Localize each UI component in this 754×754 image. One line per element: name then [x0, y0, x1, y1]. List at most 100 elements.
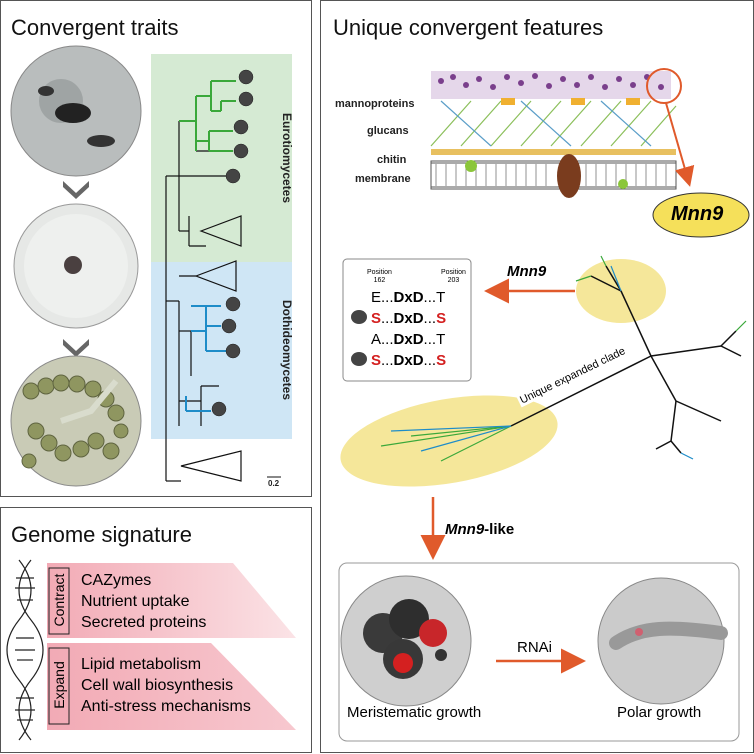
- alignment-a: S: [371, 352, 382, 369]
- alignment-mid: ...: [381, 289, 394, 306]
- colony-dot: [64, 256, 82, 274]
- membrane-protein: [557, 154, 581, 198]
- chitin-layer: [431, 149, 676, 155]
- clade-label-dothideomycetes: Dothideomycetes: [280, 299, 294, 401]
- convergent-traits-graphic: [10, 45, 292, 487]
- alignment-a: E: [371, 289, 382, 306]
- meristematic-label: Meristematic growth: [347, 704, 482, 721]
- alignment-row: S...DxD...S: [371, 350, 446, 371]
- black-colony-3: [38, 86, 54, 96]
- glucan-layer: [430, 100, 677, 147]
- chevron-down-icon: [63, 181, 89, 199]
- tree-highlight-clade: [340, 395, 558, 487]
- contract-items: CAZymes Nutrient uptake Secreted protein…: [81, 570, 206, 633]
- mnn9-badge: [652, 192, 750, 238]
- mnn9-like-italic: Mnn9: [445, 521, 485, 538]
- hypha: [60, 379, 119, 424]
- mnn9-arrow-label: Mnn9: [507, 263, 547, 280]
- panel-title-genome-signature: Genome signature: [11, 522, 192, 547]
- alignment-motif: DxD: [393, 289, 424, 306]
- contract-item: CAZymes: [81, 572, 152, 589]
- polar-red-spot: [635, 628, 643, 636]
- alignment-end: ...: [423, 289, 437, 306]
- membrane-lipids: [435, 164, 667, 186]
- alignment-box: [342, 258, 472, 382]
- membrane-granule: [465, 160, 477, 172]
- clade-label-eurotiomycetes: Eurotiomycetes: [280, 112, 294, 204]
- mannoprotein-layer: [431, 71, 671, 99]
- rnai-label: RNAi: [517, 639, 553, 656]
- tree-blue-tips: [390, 265, 694, 460]
- alignment-motif: DxD: [393, 352, 424, 369]
- genome-signature-panel: Genome signature Contract Expand CAZymes…: [0, 507, 312, 753]
- alignment-a: A: [371, 331, 382, 348]
- polar-hypha: [609, 621, 728, 650]
- arrow-to-mnn9: [665, 102, 695, 187]
- mnn9-badge-label: Mnn9: [671, 203, 724, 225]
- dna-helix-icon: [6, 559, 44, 741]
- alignment-row: E...DxD...T: [371, 287, 446, 308]
- tree-green-tips: [380, 255, 747, 462]
- alignment-end: ...: [423, 310, 437, 327]
- alignment-mid: ...: [381, 352, 394, 369]
- mannoprotein-shapes: [501, 98, 640, 105]
- label-mannoproteins: mannoproteins: [335, 98, 415, 110]
- polar-photo: [597, 577, 725, 705]
- collapsed-clade: [199, 215, 242, 247]
- contract-item: Nutrient uptake: [81, 593, 190, 610]
- cell-chains: [21, 374, 129, 469]
- collapsed-clade: [180, 450, 242, 482]
- alignment-b: T: [436, 289, 446, 306]
- scale-bar-label: 0.2: [268, 479, 280, 488]
- contract-label: Contract: [51, 573, 67, 627]
- alignment-end: ...: [423, 331, 437, 348]
- label-membrane: membrane: [355, 173, 411, 185]
- alignment-a: S: [371, 310, 382, 327]
- alignment-motif: DxD: [393, 331, 424, 348]
- rock-icon: [351, 352, 367, 366]
- alignment-row: A...DxD...T: [371, 329, 446, 350]
- alignment-mid: ...: [381, 310, 394, 327]
- expand-box: [48, 647, 70, 725]
- label-glucans: glucans: [367, 125, 409, 137]
- convergent-traits-panel: Convergent traits: [0, 0, 312, 497]
- contract-box: [48, 567, 70, 635]
- alignment-b: S: [436, 310, 447, 327]
- panel-title-convergent-traits: Convergent traits: [11, 15, 179, 40]
- position-right: Position 203: [441, 269, 466, 284]
- blue-branches: [185, 305, 226, 412]
- expand-items: Lipid metabolism Cell wall biosynthesis …: [81, 654, 251, 717]
- mnn9-like-suffix: -like: [484, 521, 515, 538]
- eurotio-clade-bg: [151, 54, 292, 262]
- rock-icon: [351, 310, 367, 324]
- colony-icons: [211, 69, 254, 417]
- highlight-circle: [646, 68, 682, 104]
- position-left: Position 162: [367, 269, 392, 284]
- alignment-motif: DxD: [393, 310, 424, 327]
- membrane-granule: [618, 179, 628, 189]
- black-colony-2: [87, 135, 115, 147]
- expand-label: Expand: [51, 661, 67, 709]
- genome-signature-graphic: [6, 559, 296, 741]
- expand-item: Lipid metabolism: [81, 656, 202, 673]
- alignment-row: S...DxD...S: [371, 308, 446, 329]
- alignment-b: T: [436, 331, 446, 348]
- black-colony: [55, 103, 91, 123]
- panel-title-unique-features: Unique convergent features: [333, 15, 604, 40]
- alignment-mid: ...: [381, 331, 394, 348]
- contract-wedge: [47, 563, 296, 638]
- unique-features-panel: Unique convergent features: [320, 0, 754, 753]
- mnn9-like-label: Mnn9-like: [445, 521, 514, 538]
- collapsed-clade: [194, 260, 237, 292]
- expand-item: Anti-stress mechanisms: [81, 698, 251, 715]
- alignment-b: S: [436, 352, 447, 369]
- alignment-end: ...: [423, 352, 437, 369]
- label-chitin: chitin: [377, 154, 407, 166]
- expand-item: Cell wall biosynthesis: [81, 677, 234, 694]
- unique-features-graphic: [338, 68, 750, 742]
- expand-wedge: [47, 643, 296, 730]
- phylo-tree: [165, 121, 226, 482]
- chevron-down-icon: [63, 339, 89, 357]
- contract-item: Secreted proteins: [81, 614, 207, 631]
